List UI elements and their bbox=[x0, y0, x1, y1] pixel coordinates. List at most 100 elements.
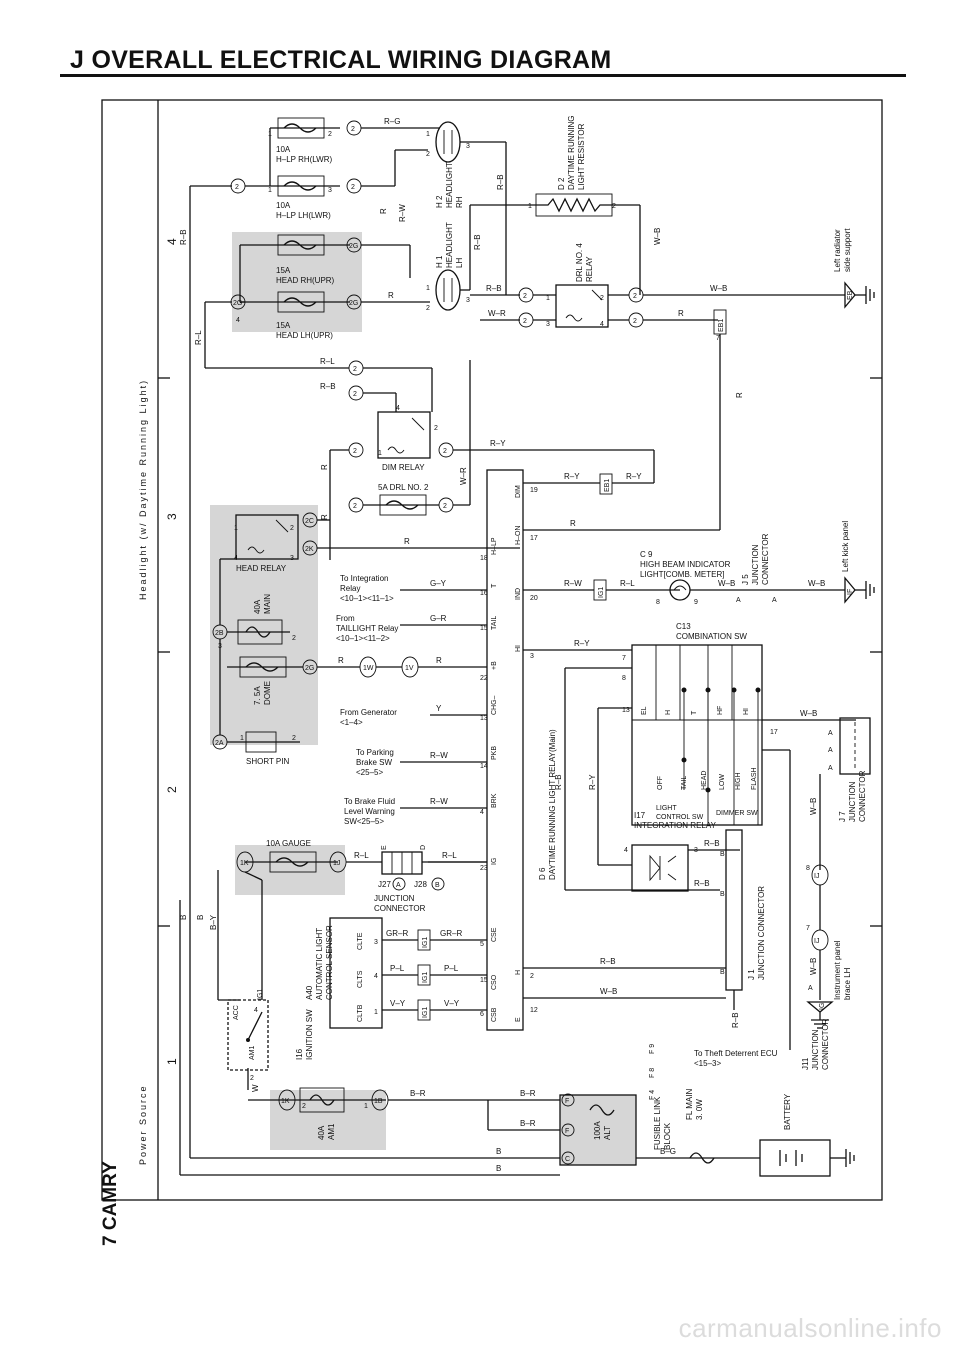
svg-text:5: 5 bbox=[480, 941, 484, 948]
wire-bg: B–G bbox=[660, 1147, 676, 1156]
wire-rb-h1: R–B bbox=[473, 234, 482, 250]
wire-rl-dim: R–L bbox=[320, 357, 335, 366]
conn-2-k: 2 bbox=[443, 448, 447, 455]
comb-row-low: LOW bbox=[719, 774, 726, 790]
ground-if bbox=[844, 576, 875, 604]
wire-b-1: B bbox=[496, 1147, 501, 1156]
eb1-lower bbox=[599, 473, 613, 495]
conn-2-i: 2 bbox=[353, 391, 357, 398]
junction-a: A bbox=[396, 882, 401, 889]
wire-rw-brk: R–W bbox=[430, 797, 448, 806]
wire-br: B–R bbox=[410, 1089, 426, 1098]
wire-br-3: B–R bbox=[520, 1119, 536, 1128]
to-integration-3: <10–1><11–1> bbox=[340, 594, 394, 603]
eb1-connector bbox=[713, 309, 727, 520]
conn-ig1-csb: IG1 bbox=[422, 1007, 429, 1018]
wire-b-3: B bbox=[179, 915, 188, 920]
wire-r-headrelay: R bbox=[404, 537, 410, 546]
pin-h-lp: H–LP bbox=[491, 537, 498, 555]
conn-1w: 1W bbox=[363, 665, 374, 672]
drl-resistor-name2: LIGHT RESISTOR bbox=[577, 123, 586, 190]
fuse-head-lh-upr-label: HEAD LH(UPR) bbox=[276, 331, 333, 340]
wire-wb-e: W–B bbox=[600, 987, 617, 996]
j11-code: J11 bbox=[801, 1057, 810, 1070]
j7-a2: A bbox=[828, 747, 833, 754]
alt-amp: 100A bbox=[593, 1121, 602, 1140]
j1-junction bbox=[725, 829, 743, 1010]
drl-no4-sub: RELAY bbox=[585, 256, 594, 282]
auto-pin-clts: CLTS bbox=[357, 970, 364, 988]
fuse-main-label: MAIN bbox=[263, 594, 272, 614]
svg-text:15: 15 bbox=[480, 625, 488, 632]
conn-2-a: 2 bbox=[235, 184, 239, 191]
j7-a1: A bbox=[828, 730, 833, 737]
svg-text:4: 4 bbox=[254, 1007, 258, 1014]
junction-sub: CONNECTOR bbox=[374, 904, 426, 913]
drl-main-code: D 6 bbox=[538, 867, 547, 880]
svg-text:18: 18 bbox=[480, 555, 488, 562]
svg-text:2: 2 bbox=[292, 735, 296, 742]
junction-name: JUNCTION bbox=[374, 894, 415, 903]
j1-code: J 1 bbox=[747, 969, 756, 980]
j11-a: A bbox=[808, 985, 813, 992]
fuse-am1-label: AM1 bbox=[327, 1123, 336, 1140]
wire-r-d6: R bbox=[570, 519, 576, 528]
from-taillight-2: TAILLIGHT Relay bbox=[336, 624, 398, 633]
wire-rw-ind: R–W bbox=[564, 579, 582, 588]
wire-wb-if: W–B bbox=[808, 579, 825, 588]
fuse-head-rh-upr-label: HEAD RH(UPR) bbox=[276, 276, 335, 285]
junction-j28: J28 bbox=[414, 880, 427, 889]
fuse-hlp-rh-lwr bbox=[270, 117, 340, 139]
fuse-am1 bbox=[248, 1087, 389, 1113]
auto-sensor-ig1 bbox=[417, 929, 431, 1021]
j1-b3: B bbox=[720, 969, 725, 976]
conn-eb1: EB1 bbox=[718, 319, 725, 332]
d6-input-wires bbox=[400, 589, 487, 863]
svg-text:20: 20 bbox=[530, 595, 538, 602]
drl-main-name: DAYTIME RUNNING LIGHT RELAY(Main) bbox=[548, 729, 557, 880]
fusible-block-1: FUSIBLE LINK bbox=[653, 1096, 662, 1150]
j11-name: JUNCTION bbox=[811, 1029, 820, 1070]
bottom-b-wires bbox=[179, 900, 560, 1176]
headlight-lh-name: HEADLIGHT bbox=[445, 222, 454, 268]
conn-2-f: 2 bbox=[633, 293, 637, 300]
ij-connectors bbox=[811, 864, 829, 1000]
svg-text:3: 3 bbox=[374, 939, 378, 946]
svg-text:2: 2 bbox=[434, 425, 438, 432]
conn-2a: 2A bbox=[215, 740, 224, 747]
ign-name: IGNITION SW bbox=[305, 1009, 314, 1060]
svg-text:1: 1 bbox=[364, 1103, 368, 1110]
fuse-hlp-lh-lwr bbox=[270, 175, 340, 197]
wire-rb-i17: R–B bbox=[704, 839, 720, 848]
wire-wb-ground: W–B bbox=[710, 284, 727, 293]
wire-wb-ig: W–B bbox=[809, 958, 818, 975]
auto-sensor-name: AUTOMATIC LIGHT bbox=[315, 928, 324, 1000]
wire-pl-a: P–L bbox=[390, 964, 405, 973]
conn-2g: 2G bbox=[305, 665, 314, 672]
light-control-sw-1: LIGHT bbox=[656, 805, 677, 812]
fuse-dome bbox=[219, 639, 303, 735]
ground-ig bbox=[806, 1001, 834, 1029]
title-rule bbox=[60, 74, 906, 77]
grid-number-3: 3 bbox=[165, 513, 179, 520]
combination-switch bbox=[631, 644, 763, 826]
wire-rg: R–G bbox=[384, 117, 400, 126]
grid-number-4: 4 bbox=[165, 238, 179, 245]
svg-text:7: 7 bbox=[622, 655, 626, 662]
wire-rl-gauge2: R–L bbox=[442, 851, 457, 860]
j5-sub: CONNECTOR bbox=[761, 533, 770, 585]
drl-no4-connectors bbox=[518, 287, 644, 328]
footer-model: 7 CAMRY bbox=[100, 1161, 121, 1246]
pin-t: T bbox=[491, 583, 498, 588]
wire-ry-hi: R–Y bbox=[574, 639, 590, 648]
conn-ig1-ind: IG1 bbox=[598, 587, 605, 598]
grid-number-1: 1 bbox=[165, 1058, 179, 1065]
pin-cse: CSE bbox=[491, 927, 498, 942]
pin-e: E bbox=[515, 1017, 522, 1022]
j7-junction bbox=[839, 717, 871, 775]
svg-text:3: 3 bbox=[466, 143, 470, 150]
conn-c: C bbox=[565, 1156, 570, 1163]
wire-grr-b: GR–R bbox=[440, 929, 462, 938]
svg-text:17: 17 bbox=[530, 535, 538, 542]
